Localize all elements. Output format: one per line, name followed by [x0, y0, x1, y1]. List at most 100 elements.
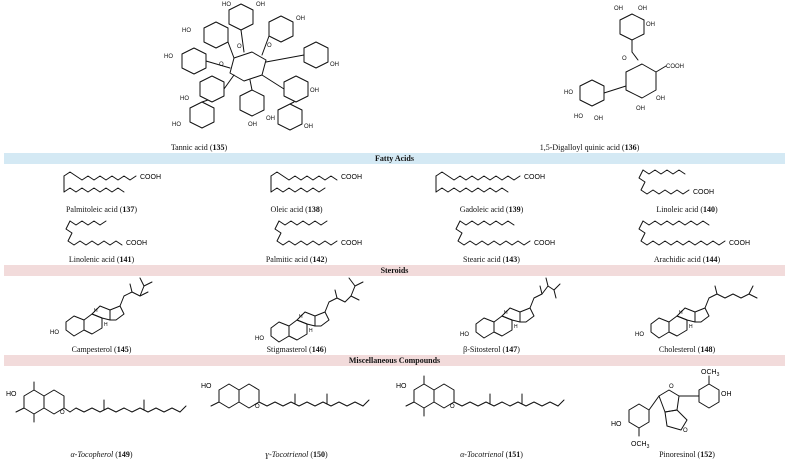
svg-text:HO: HO [172, 122, 181, 128]
gamma-tocotrienol-structure: HO O [201, 383, 370, 410]
svg-text:O: O [669, 384, 674, 390]
svg-text:HO: HO [564, 90, 573, 96]
svg-text:H: H [689, 324, 693, 330]
svg-text:HO: HO [635, 332, 644, 338]
compound-label: Oleic acid (138) [270, 205, 323, 214]
cholesterol-structure: HO H H [635, 285, 758, 339]
svg-text:OH: OH [266, 116, 275, 122]
svg-text:OH: OH [721, 391, 732, 398]
svg-text:HO: HO [6, 391, 17, 398]
svg-text:OH: OH [256, 2, 265, 8]
svg-text:H: H [504, 310, 508, 316]
svg-text:HO: HO [611, 421, 622, 428]
svg-text:H: H [514, 324, 518, 330]
svg-text:HO: HO [50, 330, 59, 336]
svg-text:OH: OH [646, 22, 655, 28]
oleic-acid-structure: COOH [270, 171, 362, 193]
palmitoleic-acid-structure: COOH [63, 171, 161, 193]
compound-label: 1,5-Digalloyl quinic acid (136) [539, 143, 640, 152]
stigmasterol-structure: HO H H [255, 277, 364, 343]
campesterol-structure: HO H H [50, 277, 153, 337]
compound-digalloyl-quinic-acid: OH OH OH O COOH OH OH HO HO OH 1,5-Digal… [394, 0, 785, 153]
svg-text:COOH: COOH [729, 240, 750, 247]
compound-label: ɣ-Tocotrienol (150) [265, 450, 328, 459]
svg-text:HO: HO [396, 383, 407, 390]
compound-label: Stearic acid (143) [463, 255, 520, 264]
svg-text:O: O [60, 410, 65, 416]
compound-label: Palmitic acid (142) [265, 255, 328, 264]
stearic-acid-structure: COOH [455, 220, 555, 247]
svg-text:HO: HO [182, 28, 191, 34]
compound-label: α-Tocopherol (149) [70, 450, 133, 459]
svg-text:H: H [679, 310, 683, 316]
compound-stearic-acid: COOH Stearic acid (143) [394, 215, 589, 265]
svg-text:COOH: COOH [534, 240, 555, 247]
svg-text:COOH: COOH [126, 240, 147, 247]
compound-label: Linolenic acid (141) [68, 255, 135, 264]
svg-text:HO: HO [180, 96, 189, 102]
svg-text:O: O [450, 404, 455, 410]
gadoleic-acid-structure: COOH [435, 171, 545, 193]
compound-linoleic-acid: COOH Linoleic acid (140) [589, 164, 785, 215]
svg-text:OH: OH [656, 96, 665, 102]
svg-text:HO: HO [255, 336, 264, 342]
compound-label: Cholesterol (148) [658, 345, 716, 354]
svg-text:O: O [255, 404, 260, 410]
svg-text:H: H [94, 308, 98, 314]
compound-palmitic-acid: COOH Palmitic acid (142) [199, 215, 394, 265]
svg-text:H: H [299, 314, 303, 320]
linoleic-acid-structure: COOH [638, 169, 714, 196]
svg-text:OH: OH [296, 16, 305, 22]
compound-alpha-tocopherol: HO O α-Tocopherol (149) [4, 366, 199, 460]
compound-gamma-tocotrienol: HO O ɣ-Tocotrienol (150) [199, 366, 394, 460]
svg-text:HO: HO [460, 332, 469, 338]
svg-text:H: H [104, 322, 108, 328]
compound-label: Gadoleic acid (139) [459, 205, 524, 214]
svg-text:OH: OH [330, 62, 339, 68]
group-header-miscellaneous: Miscellaneous Compounds [4, 355, 785, 366]
palmitic-acid-structure: COOH [274, 220, 362, 247]
compound-arachidic-acid: COOH Arachidic acid (144) [589, 215, 785, 265]
compound-label: Stigmasterol (146) [266, 345, 327, 354]
compound-label: Linoleic acid (140) [656, 205, 718, 214]
alpha-tocotrienol-structure: HO O [396, 375, 565, 417]
svg-text:OCH3: OCH3 [631, 441, 650, 449]
compound-label: Pinoresinol (152) [659, 450, 715, 459]
compound-label: α-Tocotrienol (151) [460, 450, 523, 459]
svg-text:OH: OH [248, 122, 257, 128]
svg-text:COOH: COOH [341, 240, 362, 247]
compound-beta-sitosterol: HO H H β-Sitosterol (147) [394, 276, 589, 355]
svg-text:H: H [309, 328, 313, 334]
svg-text:HO: HO [574, 114, 583, 120]
svg-text:COOH: COOH [341, 174, 362, 181]
beta-sitosterol-structure: HO H H [460, 277, 561, 339]
compound-linolenic-acid: COOH Linolenic acid (141) [4, 215, 199, 265]
svg-text:OH: OH [594, 116, 603, 122]
svg-text:COOH: COOH [693, 189, 714, 196]
svg-text:OH: OH [636, 106, 645, 112]
svg-text:HO: HO [201, 383, 212, 390]
svg-text:OH: OH [310, 88, 319, 94]
svg-text:O: O [219, 62, 224, 68]
svg-text:COOH: COOH [666, 64, 684, 70]
svg-text:COOH: COOH [524, 174, 545, 181]
compound-gadoleic-acid: COOH Gadoleic acid (139) [394, 164, 589, 215]
compound-label: Arachidic acid (144) [653, 255, 721, 264]
compound-label: Tannic acid (135) [170, 143, 228, 152]
svg-text:OH: OH [614, 6, 623, 12]
svg-text:OCH3: OCH3 [701, 369, 720, 378]
compound-alpha-tocotrienol: HO O α-Tocotrienol (151) [394, 366, 589, 460]
svg-text:O: O [622, 56, 627, 62]
pinoresinol-structure: HO OH OCH3 OCH3 O O [611, 369, 732, 449]
compound-label: Campesterol (145) [71, 345, 132, 354]
svg-text:O: O [683, 428, 688, 434]
linolenic-acid-structure: COOH [65, 220, 147, 247]
compound-cholesterol: HO H H Cholesterol (148) [589, 276, 785, 355]
svg-text:OH: OH [638, 6, 647, 12]
svg-text:O: O [237, 44, 242, 50]
group-header-fatty-acids: Fatty Acids [4, 153, 785, 164]
svg-text:HO: HO [164, 54, 173, 60]
svg-text:HO: HO [222, 2, 231, 8]
